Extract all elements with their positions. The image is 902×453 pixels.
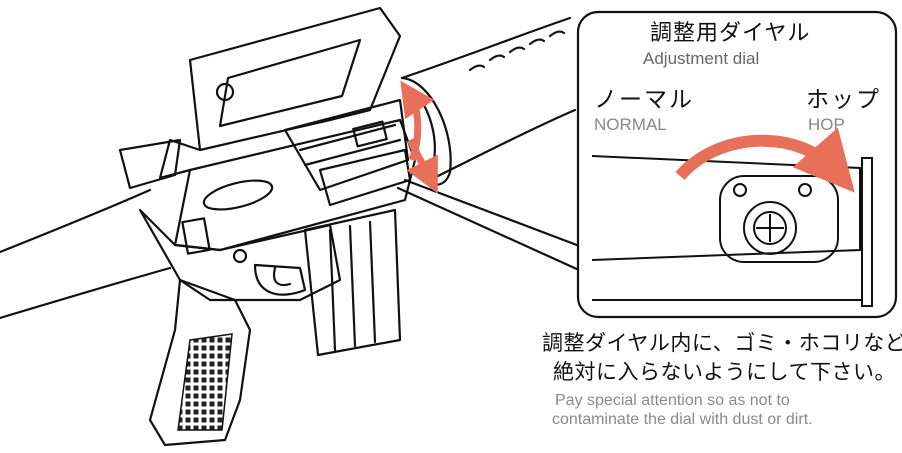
- normal-label-ja: ノーマル: [594, 86, 694, 112]
- normal-label-en: NORMAL: [594, 115, 667, 134]
- caution-ja-line1: 調整ダイヤル内に、ゴミ・ホコリなど: [542, 332, 902, 355]
- caution-en-line2: contaminate the dial with dust or dirt.: [552, 411, 813, 428]
- hop-label-en: HOP: [808, 115, 845, 134]
- caution-en-line1: Pay special attention so as not to: [555, 392, 790, 409]
- hop-label-ja: ホップ: [806, 86, 881, 112]
- grip-texture: [177, 333, 233, 431]
- detail-panel: [576, 10, 898, 319]
- dial-label-ja: 調整用ダイヤル: [650, 20, 811, 45]
- caution-ja-line2: 絶対に入らないようにして下さい。: [553, 361, 896, 384]
- rifle-lines: [0, 6, 592, 447]
- dial-label-en: Adjustment dial: [643, 49, 760, 68]
